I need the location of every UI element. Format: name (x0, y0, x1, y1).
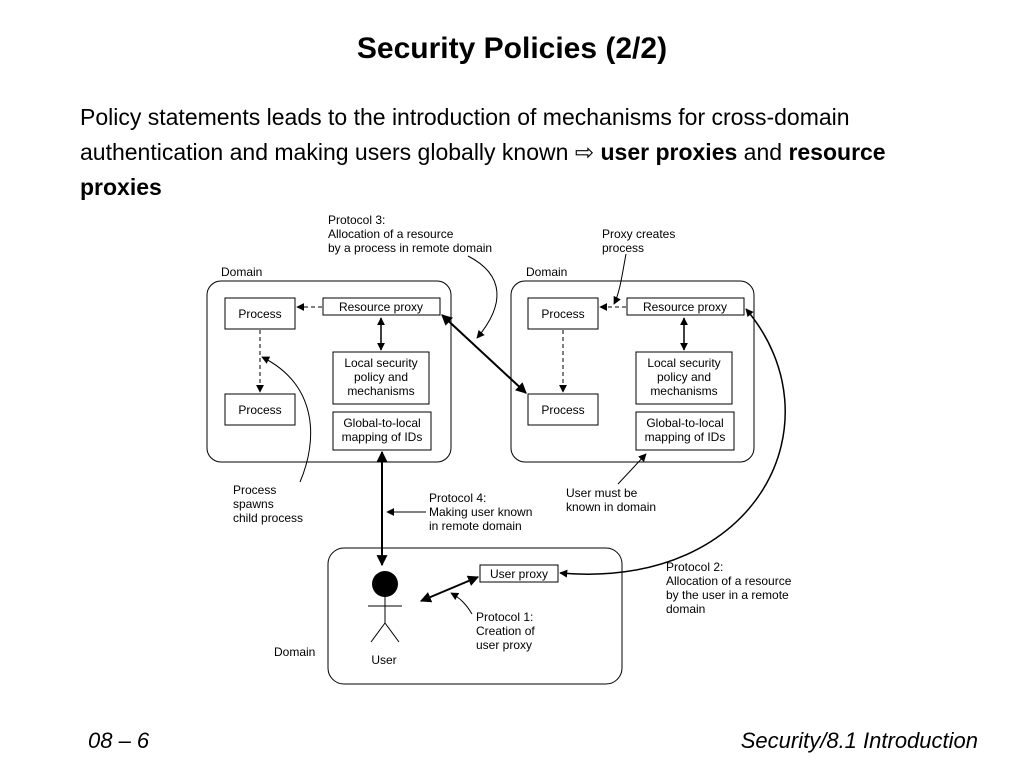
protocol-1-annotation: Protocol 1: Creation of user proxy (476, 610, 535, 652)
user-figure-icon (368, 571, 402, 643)
intro-text: Policy statements leads to the introduct… (80, 104, 850, 165)
process-spawns-pointer (261, 356, 312, 483)
protocol-2-line-2: Allocation of a resource (666, 574, 792, 588)
right-global-to-local-2: mapping of IDs (645, 430, 726, 444)
right-process-top: Process (541, 307, 584, 321)
intro-connector: and (743, 139, 783, 165)
protocol-3-arrow (441, 314, 527, 394)
protocol-3-line-2: Allocation of a resource (328, 227, 454, 241)
protocol-3-annotation: Protocol 3: Allocation of a resource by … (328, 213, 492, 255)
right-domain: Domain Process Process Resource proxy Lo… (510, 265, 755, 463)
left-global-to-local-box (332, 411, 432, 451)
intro-paragraph: Policy statements leads to the introduct… (80, 100, 960, 205)
user-domain: Domain User proxy User (274, 547, 623, 685)
user-userproxy-arrow (419, 575, 480, 603)
left-process-top-box (224, 297, 296, 330)
page-title: Security Policies (2/2) (356, 32, 668, 65)
protocol-2-arrow (559, 308, 786, 578)
proxy-creates-line-2: process (602, 241, 644, 255)
left-local-security-box (332, 351, 430, 405)
right-global-to-local-1: Global-to-local (646, 416, 723, 430)
protocol-1-line-2: Creation of (476, 624, 535, 638)
protocol-1-line-3: user proxy (476, 638, 532, 652)
footer-slide-number: 08 – 6 (88, 728, 150, 753)
user-label: User (371, 653, 396, 667)
left-local-security-3: mechanisms (347, 384, 414, 398)
protocol-3-line-3: by a process in remote domain (328, 241, 492, 255)
protocol-4-line-3: in remote domain (429, 519, 522, 533)
proxy-creates-line-1: Proxy creates (602, 227, 675, 241)
protocol-4-annotation: Protocol 4: Making user known in remote … (429, 491, 532, 533)
protocol-2-line-4: domain (666, 602, 705, 616)
protocol-3-pointer (467, 255, 498, 339)
user-must-be-known-annotation: User must be known in domain (566, 486, 656, 514)
right-process-bottom: Process (541, 403, 584, 417)
left-process-bottom: Process (238, 403, 281, 417)
user-proxy: User proxy (490, 567, 548, 581)
left-global-to-local-1: Global-to-local (343, 416, 420, 430)
intro-bold-resource-proxies: resource proxies (80, 139, 886, 200)
intro-bold-user-proxies: user proxies (600, 139, 738, 165)
left-domain-label: Domain (221, 265, 262, 279)
protocol-3-line-1: Protocol 3: (328, 213, 385, 227)
arrow-right-icon: ⇨ (574, 139, 595, 165)
user-must-be-known-pointer (617, 453, 647, 485)
user-domain-box (327, 547, 623, 685)
right-domain-label: Domain (526, 265, 567, 279)
proxy-creates-annotation: Proxy creates process (602, 227, 675, 255)
left-local-security-2: policy and (354, 370, 408, 384)
left-resource-proxy-box (322, 297, 441, 316)
process-spawns-annotation: Process spawns child process (233, 483, 303, 525)
user-must-be-known-line-1: User must be (566, 486, 638, 500)
protocol-2-line-1: Protocol 2: (666, 560, 723, 574)
left-process-bottom-box (224, 393, 296, 426)
user-proxy-box (479, 564, 559, 583)
left-resource-proxy: Resource proxy (339, 300, 423, 314)
protocol-2-line-3: by the user in a remote (666, 588, 789, 602)
user-must-be-known-line-2: known in domain (566, 500, 656, 514)
process-spawns-line-2: spawns (233, 497, 274, 511)
protocol-4-line-2: Making user known (429, 505, 532, 519)
protocol-4-line-1: Protocol 4: (429, 491, 486, 505)
user-domain-label: Domain (274, 645, 315, 659)
footer-section: Security/8.1 Introduction (740, 728, 978, 753)
left-global-to-local-2: mapping of IDs (342, 430, 423, 444)
proxy-creates-pointer (613, 253, 627, 305)
left-process-top: Process (238, 307, 281, 321)
protocol-2-annotation: Protocol 2: Allocation of a resource by … (666, 560, 792, 616)
process-spawns-line-3: child process (233, 511, 303, 525)
left-local-security-1: Local security (344, 356, 417, 370)
right-local-security-2: policy and (657, 370, 711, 384)
right-resource-proxy: Resource proxy (643, 300, 727, 314)
left-domain: Domain Process Process Resource proxy Lo… (206, 265, 452, 463)
right-local-security-3: mechanisms (650, 384, 717, 398)
process-spawns-line-1: Process (233, 483, 276, 497)
right-local-security-1: Local security (647, 356, 720, 370)
protocol-1-line-1: Protocol 1: (476, 610, 533, 624)
protocol-1-pointer (450, 592, 473, 615)
